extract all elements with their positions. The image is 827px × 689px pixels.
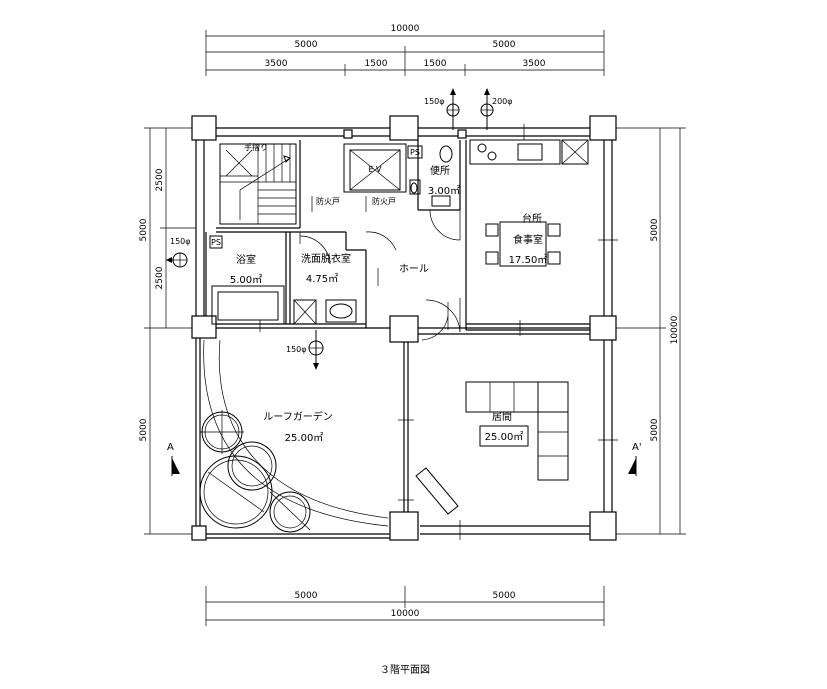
handrail-label: 手摺り bbox=[244, 142, 268, 152]
dim-left-total: 5000 bbox=[139, 218, 149, 241]
toilet-fixtures bbox=[409, 145, 461, 241]
toilet-area: 3.00㎡ bbox=[428, 185, 460, 197]
fire-door-label-2: 防火戸 bbox=[372, 196, 396, 206]
bottom-dimensions: 5000 5000 10000 bbox=[205, 586, 605, 626]
interior-walls bbox=[205, 124, 618, 540]
top-dimensions: 10000 5000 5000 3500 1500 1500 3500 bbox=[205, 24, 605, 76]
dim-left-seg-2: 2500 bbox=[155, 266, 165, 289]
pipe-label-3: 150φ bbox=[286, 345, 307, 354]
living-area: 25.00㎡ bbox=[485, 431, 524, 443]
ps-label-upper: PS bbox=[410, 148, 420, 157]
pipe-label-bath: 150φ bbox=[170, 237, 191, 246]
dim-right-lower: 5000 bbox=[650, 418, 660, 441]
living-furniture bbox=[415, 381, 569, 515]
pipe-label-2: 200φ bbox=[492, 97, 513, 106]
dining-name: 食事室 bbox=[513, 233, 543, 246]
bath-fixtures bbox=[166, 235, 285, 325]
pipe-symbols bbox=[308, 88, 494, 370]
left-dimensions: 5000 2500 2500 5000 bbox=[139, 127, 196, 535]
hall-name: ホール bbox=[399, 263, 429, 275]
wash-area: 4.75㎡ bbox=[306, 273, 338, 285]
section-marks bbox=[171, 456, 637, 476]
dim-top-seg-2: 1500 bbox=[365, 59, 388, 69]
dim-top-seg-1: 3500 bbox=[265, 59, 288, 69]
right-dimensions: 5000 5000 10000 bbox=[616, 127, 686, 535]
elevator-label: E V bbox=[368, 165, 382, 174]
columns bbox=[191, 115, 617, 541]
stairs: 手摺り bbox=[219, 142, 297, 225]
dim-right-upper: 5000 bbox=[650, 218, 660, 241]
drawing-title: ３階平面図 bbox=[380, 664, 430, 676]
wash-name: 洗面脱衣室 bbox=[301, 252, 351, 265]
dim-bottom-half-left: 5000 bbox=[295, 591, 318, 601]
bath-name: 浴室 bbox=[236, 253, 256, 266]
toilet-name: 便所 bbox=[430, 164, 450, 177]
dim-left-lower: 5000 bbox=[139, 418, 149, 441]
ps-label-bath: PS bbox=[211, 238, 221, 247]
dim-top-seg-4: 3500 bbox=[523, 59, 546, 69]
dim-right-total: 10000 bbox=[670, 315, 680, 344]
fire-door-label-1: 防火戸 bbox=[316, 196, 340, 206]
dim-left-seg-1: 2500 bbox=[155, 168, 165, 191]
roof-garden-plants bbox=[199, 339, 389, 533]
section-mark-a: A bbox=[167, 442, 174, 453]
garden-area: 25.00㎡ bbox=[285, 432, 324, 444]
dim-top-seg-3: 1500 bbox=[424, 59, 447, 69]
bath-area: 5.00㎡ bbox=[230, 274, 262, 286]
kitchen-name: 台所 bbox=[522, 212, 542, 225]
garden-name: ルーフガーデン bbox=[263, 410, 332, 423]
pipe-label-1: 150φ bbox=[424, 97, 445, 106]
wash-fixtures bbox=[293, 235, 357, 325]
fire-door-marks bbox=[311, 196, 367, 212]
kitchen-fixtures bbox=[425, 139, 589, 333]
dim-bottom-half-right: 5000 bbox=[493, 591, 516, 601]
dim-top-total: 10000 bbox=[391, 24, 420, 34]
kitchen-dining-area: 17.50㎡ bbox=[509, 254, 548, 266]
section-mark-a-prime: A' bbox=[632, 442, 642, 453]
living-name: 居間 bbox=[492, 411, 512, 423]
hall-doors bbox=[365, 231, 449, 341]
dim-top-half-right: 5000 bbox=[493, 40, 516, 50]
dim-bottom-total: 10000 bbox=[391, 609, 420, 619]
dim-top-half-left: 5000 bbox=[295, 40, 318, 50]
